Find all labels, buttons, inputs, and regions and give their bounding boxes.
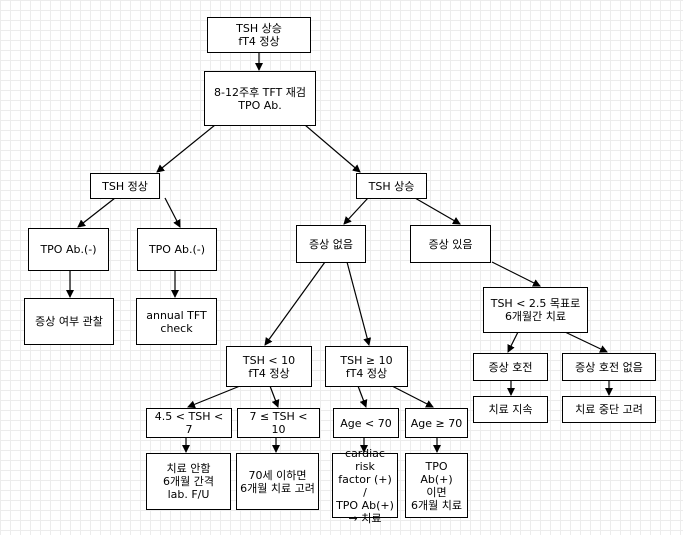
edge-tsh-high-symptom [414, 197, 461, 225]
edge-lt10-range-7-10 [269, 385, 280, 408]
node-tsh-lt10: TSH < 10 fT4 정상 [226, 346, 312, 387]
node-no-treatment: 치료 안함 6개월 간격 lab. F/U [146, 453, 231, 510]
edge-goal-not-improved [564, 331, 608, 353]
node-tsh-ge10: TSH ≥ 10 fT4 정상 [325, 346, 408, 387]
node-tsh-elevated: TSH 상승 [356, 173, 427, 199]
node-not-improved: 증상 호전 없음 [562, 353, 656, 381]
node-improved: 증상 호전 [473, 353, 548, 381]
edge-recheck-tsh-normal [156, 124, 216, 173]
edge-symptom-goal [491, 261, 541, 287]
node-age-ge70: Age ≥ 70 [405, 408, 468, 438]
edge-lt10-range-4-7 [187, 385, 241, 409]
node-tpo-positive: TPO Ab(+) 이면 6개월 치료 [405, 453, 468, 518]
edge-ge10-age-lt70 [357, 385, 368, 408]
node-range-4-5-7: 4.5 < TSH < 7 [146, 408, 232, 438]
node-annual-tft: annual TFT check [136, 298, 217, 345]
node-range-7-10: 7 ≤ TSH < 10 [237, 408, 320, 438]
node-cardiac-risk: cardiac risk factor (+) / TPO Ab(+) → 치료 [332, 447, 398, 525]
edge-goal-improved [507, 331, 519, 353]
edge-tsh-normal-tpo1 [77, 197, 116, 228]
node-no-symptoms: 증상 없음 [296, 225, 366, 263]
node-symptoms: 증상 있음 [410, 225, 491, 263]
node-age-lt70: Age < 70 [333, 408, 399, 438]
node-tpo-neg-2: TPO Ab.(-) [137, 228, 217, 271]
node-goal-treatment: TSH < 2.5 목표로 6개월간 치료 [483, 287, 588, 333]
node-age70-treatment: 70세 이하면 6개월 치료 고려 [236, 453, 319, 510]
node-stop-treatment: 치료 중단 고려 [562, 396, 656, 423]
edge-no-symptom-ge10 [346, 261, 372, 346]
edge-no-symptom-lt10 [264, 261, 326, 346]
node-continue-treatment: 치료 지속 [473, 396, 548, 423]
node-recheck-tft: 8-12주후 TFT 재검 TPO Ab. [204, 71, 316, 126]
edge-tsh-high-no-symptom [343, 197, 369, 225]
node-tpo-neg-1: TPO Ab.(-) [28, 228, 109, 271]
node-tsh-high-ft4-normal: TSH 상승 fT4 정상 [207, 17, 311, 53]
node-observe-symptoms: 증상 여부 관찰 [24, 298, 114, 345]
node-tsh-normal: TSH 정상 [90, 173, 160, 199]
edge-recheck-tsh-high [304, 124, 361, 173]
edge-ge10-age-ge70 [391, 385, 434, 408]
edge-tsh-normal-tpo2 [164, 197, 181, 228]
